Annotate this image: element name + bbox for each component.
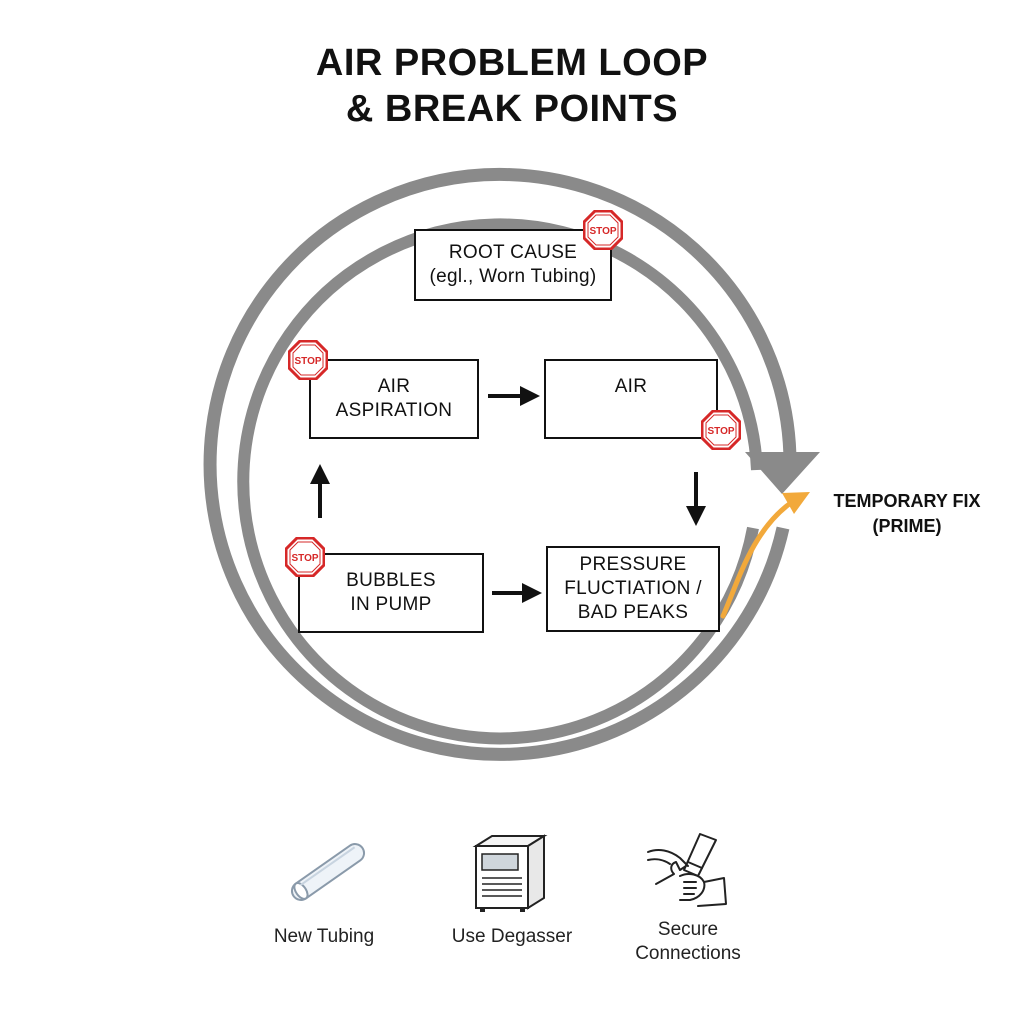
pressure-fluctuation-box: PRESSURE FLUCTIATION / BAD PEAKS [546, 546, 720, 632]
title-line-1: AIR PROBLEM LOOP [315, 42, 709, 84]
root-cause-line-1: ROOT CAUSE [448, 242, 578, 263]
loop-arrowhead [745, 452, 820, 494]
pressure-line-3: BAD PEAKS [577, 602, 689, 623]
solution-secure-connections: Secure Connections [608, 918, 768, 966]
air-aspiration-line-2: ASPIRATION [335, 400, 453, 421]
air-aspiration-line-1: AIR [377, 376, 411, 397]
temporary-fix-line-1: TEMPORARY FIX [833, 491, 981, 511]
solution-new-tubing: New Tubing [244, 925, 404, 949]
use-degasser-label: Use Degasser [451, 926, 573, 947]
stop-text: STOP [707, 426, 734, 437]
air-line-1: AIR [614, 376, 648, 397]
solution-use-degasser: Use Degasser [432, 925, 592, 949]
arrow-air-down [686, 472, 706, 526]
stop-sign-root-cause: STOP [583, 210, 623, 250]
arrow-bubbles-to-pressure [492, 583, 542, 603]
temporary-fix-arrow [720, 492, 810, 619]
new-tubing-label: New Tubing [273, 926, 375, 947]
stop-sign-air: STOP [701, 410, 741, 450]
arrow-aspiration-to-air [488, 386, 540, 406]
stop-text: STOP [294, 356, 321, 367]
stop-text: STOP [291, 553, 318, 564]
root-cause-box: ROOT CAUSE (egl., Worn Tubing) [414, 229, 612, 301]
bubbles-line-2: IN PUMP [350, 594, 432, 615]
root-cause-line-2: (egl., Worn Tubing) [429, 266, 597, 287]
tubing-icon [290, 843, 366, 901]
degasser-icon [472, 834, 548, 912]
secure-connections-line-2: Connections [635, 943, 741, 964]
stop-sign-bubbles: STOP [285, 537, 325, 577]
bubbles-in-pump-box: BUBBLES IN PUMP [298, 553, 484, 633]
secure-connections-line-1: Secure [657, 919, 719, 940]
inner-loop-ring [237, 218, 763, 745]
outer-loop-ring [203, 167, 797, 761]
pressure-line-2: FLUCTIATION / [564, 578, 702, 599]
diagram-title: AIR PROBLEM LOOP & BREAK POINTS [0, 40, 1024, 132]
air-aspiration-box: AIR ASPIRATION [309, 359, 479, 439]
bubbles-line-1: BUBBLES [346, 570, 436, 591]
stop-text: STOP [589, 226, 616, 237]
arrow-up-to-aspiration [310, 464, 330, 518]
hand-wrench-icon [647, 833, 727, 907]
title-line-2: & BREAK POINTS [345, 88, 679, 130]
stop-sign-aspiration: STOP [288, 340, 328, 380]
air-box: AIR [544, 359, 718, 439]
temporary-fix-line-2: (PRIME) [872, 516, 942, 536]
pressure-line-1: PRESSURE [579, 554, 687, 575]
temporary-fix-label: TEMPORARY FIX (PRIME) [812, 489, 1002, 539]
